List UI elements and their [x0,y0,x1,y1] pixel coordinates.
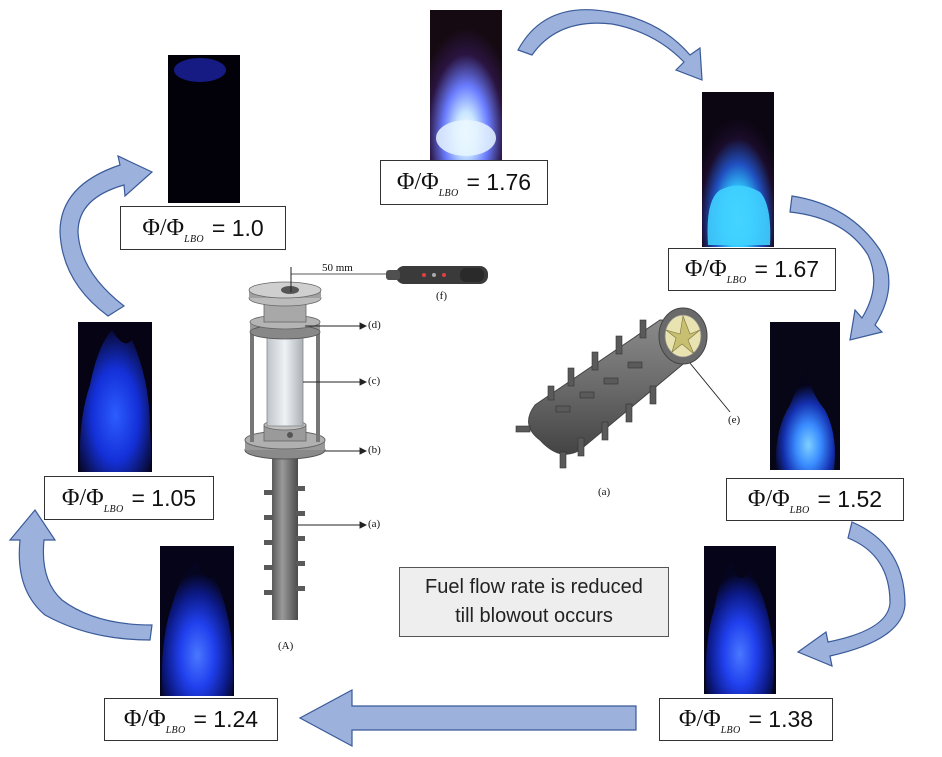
flame-image-1-52 [770,322,840,470]
ratio-subscript: LBO [789,505,810,516]
part-label-f: (f) [436,290,447,302]
ratio-subscript: LBO [720,725,741,736]
ratio-value: = 1.76 [466,169,532,195]
part-label-a: (a) [368,518,381,530]
arrow-105-to-10 [59,154,154,317]
ratio-subscript: LBO [726,275,747,286]
flame-image-1-05 [78,322,152,472]
scale-label: 50 mm [322,262,353,274]
ratio-subscript: LBO [438,188,459,199]
ratio-value: = 1.38 [748,706,814,732]
ratio-subscript: LBO [103,503,124,515]
ratio-symbol: Φ/Φ [678,706,721,732]
part-label-a-tube: (a) [598,486,611,498]
flame-image-1-24 [160,546,234,696]
ratio-symbol: Φ/Φ [61,484,104,511]
ratio-symbol: Φ/Φ [142,214,185,241]
part-label-c: (c) [368,375,381,387]
flame-image-1-38 [704,546,776,694]
flame-image-1-0 [168,55,240,203]
ratio-symbol: Φ/Φ [684,256,727,282]
ratio-symbol: Φ/Φ [396,169,439,195]
note-line-1: Fuel flow rate is reduced [425,576,643,598]
fuel-ports [264,486,305,595]
ratio-subscript: LBO [165,725,186,736]
flame-image-1-76 [430,10,502,160]
ratio-value: = 1.24 [193,706,259,732]
fuel-flow-note: Fuel flow rate is reduced till blowout o… [399,567,669,637]
arrow-176-to-167 [517,9,703,81]
ratio-symbol: Φ/Φ [747,486,790,512]
part-label-e: (e) [728,414,741,426]
ratio-symbol: Φ/Φ [123,706,166,732]
sensor-probe [386,266,488,284]
note-line-2: till blowout occurs [455,605,613,627]
ratio-value: = 1.05 [131,484,197,511]
part-label-b: (b) [368,444,381,456]
ratio-value: = 1.67 [754,256,820,282]
part-label-d: (d) [368,319,381,331]
flame-image-1-67 [702,92,774,247]
combustor-tube-view [515,307,708,469]
ratio-value: = 1.52 [817,486,883,512]
arrow-138-to-124 [298,688,637,748]
ratio-value: = 1.0 [211,214,264,241]
ratio-subscript: LBO [184,233,204,245]
arrow-167-to-152 [789,195,890,341]
part-label-A: (A) [278,640,294,652]
arrow-152-to-138 [796,521,906,667]
arrow-124-to-105 [8,508,153,641]
combustor-assembly [244,267,400,620]
